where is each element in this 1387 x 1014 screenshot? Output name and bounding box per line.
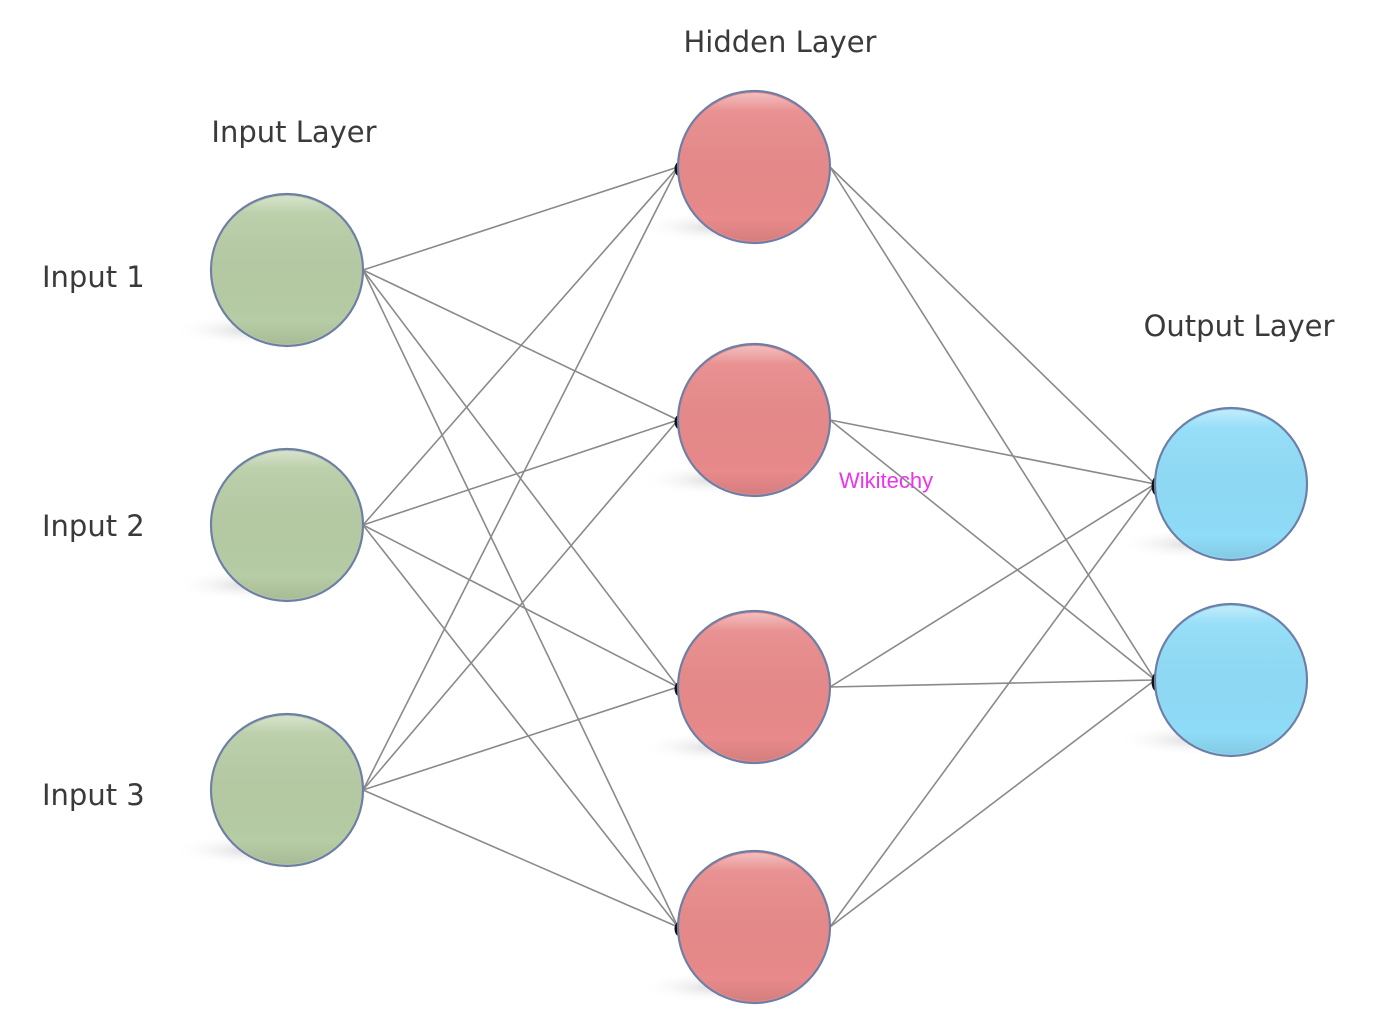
input-1-label: Input 1	[42, 260, 145, 294]
edges	[362, 166, 1156, 928]
node-highlight	[213, 451, 361, 599]
node-i2	[209, 447, 365, 603]
node-o2	[1153, 602, 1309, 758]
input-layer-title: Input Layer	[211, 115, 376, 149]
node-i3	[209, 712, 365, 868]
node-h2	[676, 342, 832, 498]
edge-i3-h4	[362, 789, 679, 928]
edge-i2-h4	[362, 524, 679, 928]
edge-h3-o2	[829, 679, 1156, 688]
node-highlight	[680, 613, 828, 761]
node-i1	[209, 192, 365, 348]
node-h4	[676, 849, 832, 1005]
edge-i3-h3	[362, 686, 679, 791]
node-h1	[676, 89, 832, 245]
node-highlight	[680, 93, 828, 241]
node-highlight	[1157, 606, 1305, 754]
edge-h4-o2	[829, 679, 1156, 928]
edge-connectors	[674, 162, 1161, 936]
edge-i2-h1	[362, 166, 679, 526]
node-h3	[676, 609, 832, 765]
output-layer-title: Output Layer	[1144, 309, 1335, 343]
edge-h2-o1	[829, 419, 1156, 485]
edge-i1-h1	[362, 166, 679, 271]
edge-i1-h4	[362, 269, 679, 928]
edge-h1-o2	[829, 166, 1156, 681]
node-highlight	[1157, 410, 1305, 558]
node-highlight	[213, 196, 361, 344]
watermark: Wikitechy	[839, 468, 933, 493]
node-highlight	[680, 853, 828, 1001]
node-highlight	[680, 346, 828, 494]
edge-h2-o2	[829, 419, 1156, 681]
edge-h1-o1	[829, 166, 1156, 485]
edge-i2-h2	[362, 419, 679, 526]
edge-h3-o1	[829, 483, 1156, 688]
node-highlight	[213, 716, 361, 864]
nodes	[209, 89, 1309, 1005]
input-2-label: Input 2	[42, 509, 145, 543]
edge-i3-h1	[362, 166, 679, 791]
node-o1	[1153, 406, 1309, 562]
hidden-layer-title: Hidden Layer	[684, 25, 877, 59]
input-3-label: Input 3	[42, 778, 145, 812]
edge-i3-h2	[362, 419, 679, 791]
edge-h4-o1	[829, 483, 1156, 928]
